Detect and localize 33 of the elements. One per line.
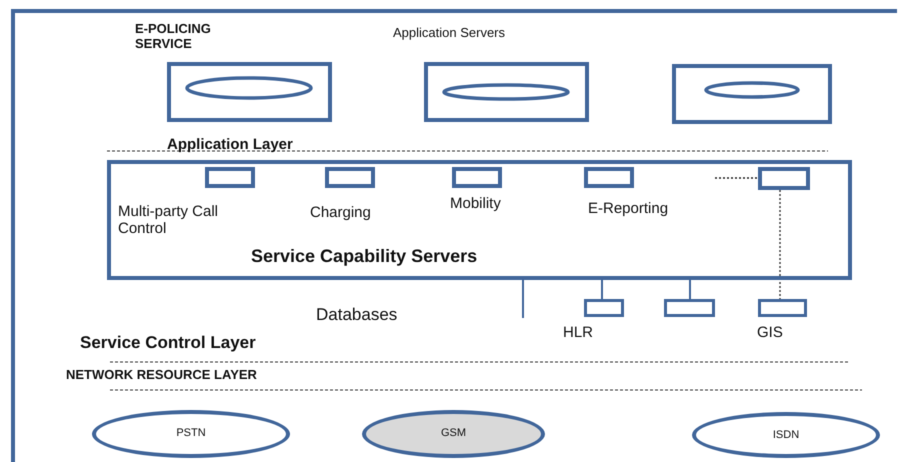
component-box [325,167,375,188]
server-box [424,62,589,122]
component-box [452,167,502,188]
layer-label: Service Control Layer [80,333,256,353]
component-box [758,299,807,317]
server-group-box [107,160,852,280]
component-box [205,167,255,188]
layer-label: NETWORK RESOURCE LAYER [66,368,257,383]
capability-label: Charging [310,204,371,222]
connector-line [601,280,603,299]
server-box [167,62,332,122]
database-label: HLR [563,324,594,342]
component-box [758,167,810,190]
capability-label: Multi-party Call Control [118,203,220,238]
group-title: Service Capability Servers [251,246,478,267]
capability-label: Mobility [450,195,501,212]
connector-line [689,280,691,299]
component-box [584,167,634,188]
component-box [584,299,624,317]
section-title: Databases [316,305,398,325]
section-title: Application Servers [393,26,505,41]
server-box [672,64,832,124]
database-label: GIS [757,324,783,342]
layer-label: Application Layer [167,136,293,154]
network-label: ISDN [772,429,800,442]
dotted-connector [779,190,781,299]
capability-label: E-Reporting [588,200,668,218]
connector-line [522,280,524,318]
network-label: GSM [440,427,468,440]
dotted-connector [715,177,758,179]
component-box [664,299,715,317]
network-label: PSTN [175,427,207,440]
service-name: E-POLICING SERVICE [135,22,212,52]
